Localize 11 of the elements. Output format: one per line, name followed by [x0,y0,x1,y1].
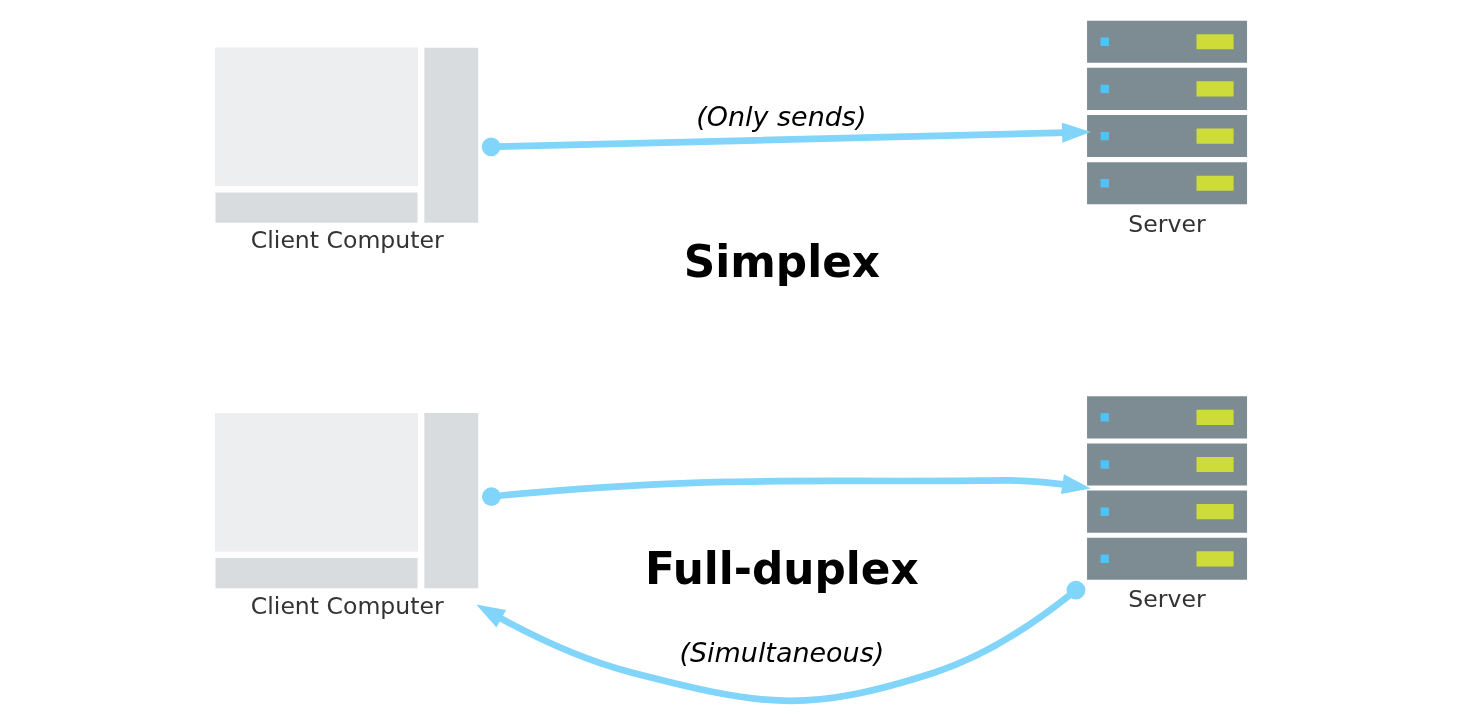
edge-label: (Only sends) [696,101,867,133]
node-label: Client Computer [250,591,444,620]
arrow [476,580,1086,705]
node-label: Client Computer [250,226,444,255]
edge-label: (Simultaneous) [679,637,885,669]
label: Full-duplex [644,542,919,594]
arrow [481,122,1091,157]
arrow [482,474,1091,507]
label: Simplex [683,236,881,288]
node-label: Server [1128,209,1206,238]
node-label: Server [1128,585,1206,614]
